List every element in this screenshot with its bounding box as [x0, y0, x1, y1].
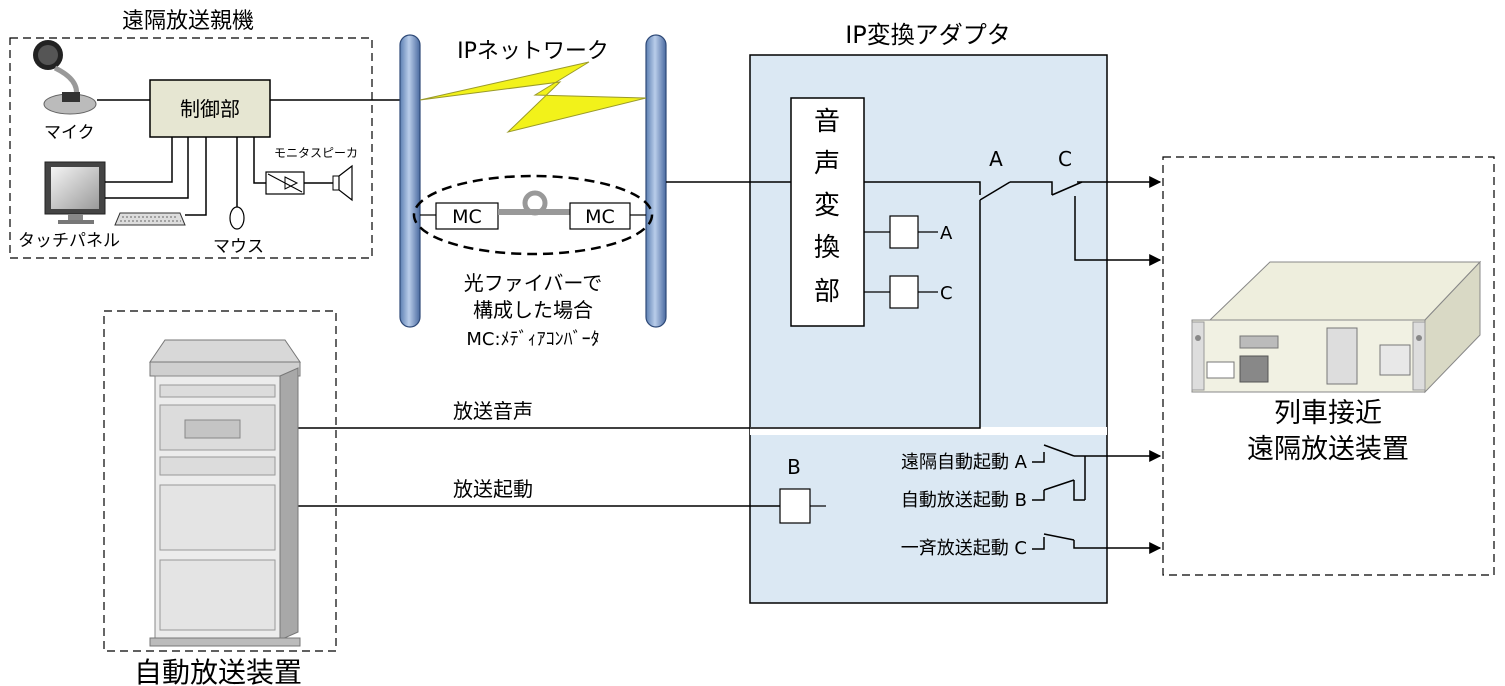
mic-label: マイク	[44, 123, 95, 143]
train-approach-device: 列車接近 遠隔放送装置	[1162, 156, 1495, 576]
relay-b-label: B	[787, 455, 801, 479]
ip-adapter: IP変換アダプタ 音 声 変 換 部 A C A C B	[298, 21, 1162, 604]
touch-panel-label: タッチパネル	[18, 231, 120, 251]
fiber-note-line1: 光ファイバーで	[464, 271, 602, 295]
fiber-loop-icon	[522, 190, 548, 216]
signal-audio-label: 放送音声	[453, 399, 533, 423]
fiber-ellipse	[412, 174, 654, 256]
row-all-broadcast-start: 一斉放送起動 C	[901, 538, 1027, 559]
relay-coil-a	[889, 215, 919, 249]
train-device-line1: 列車接近	[1274, 398, 1382, 429]
microphone-icon	[33, 40, 97, 115]
fiber-note-line2: 構成した場合	[473, 298, 593, 322]
remote-parent-unit: 遠隔放送親機 マイク 制御部 タッチパネル	[9, 9, 410, 259]
remote-parent-title: 遠隔放送親機	[122, 9, 254, 34]
auto-device-title: 自動放送装置	[134, 656, 302, 686]
control-unit-label: 制御部	[180, 97, 240, 121]
switch-a-label: A	[989, 147, 1003, 171]
mc-left-label: MC	[452, 206, 482, 228]
row-auto-broadcast-start: 自動放送起動 B	[901, 490, 1027, 511]
ip-network: IPネットワーク MC MC 光ファイバーで 構成した場合 MC:ﾒﾃﾞｨｱｺﾝ…	[399, 34, 667, 350]
relay-coil-b	[779, 488, 811, 524]
switch-a-contact	[979, 181, 1011, 201]
audio-converter-block	[790, 97, 865, 327]
start-switches	[1032, 444, 1162, 554]
mouse-label: マウス	[213, 237, 264, 257]
media-converter-right	[569, 202, 631, 230]
rack-unit-icon	[1191, 260, 1482, 394]
monitor-speaker-label: モニタスピーカ	[274, 146, 358, 160]
network-pipe-right	[645, 34, 667, 328]
mouse-icon	[229, 206, 245, 230]
relay-coil-c	[889, 275, 919, 309]
signal-start-label: 放送起動	[453, 477, 533, 501]
row-remote-auto-start: 遠隔自動起動 A	[901, 452, 1028, 473]
converter-char-5: 部	[814, 277, 840, 307]
converter-char-3: 変	[814, 191, 840, 221]
converter-char-1: 音	[814, 107, 840, 137]
monitor-icon	[44, 161, 106, 224]
relay-c-label: C	[940, 283, 953, 304]
mc-right-label: MC	[585, 206, 615, 228]
control-unit	[149, 79, 271, 138]
keyboard-icon	[114, 212, 186, 226]
network-title: IPネットワーク	[457, 39, 609, 64]
train-device-line2: 遠隔放送装置	[1247, 434, 1409, 465]
media-converter-left	[435, 202, 499, 230]
rack-cabinet-icon	[149, 339, 301, 647]
converter-char-4: 換	[814, 233, 840, 263]
network-pipe-left	[399, 34, 421, 328]
switch-c-label: C	[1058, 147, 1072, 171]
lightning-icon	[419, 61, 647, 133]
relay-a-label: A	[940, 223, 953, 244]
auto-broadcast-device: 自動放送装置	[103, 310, 337, 686]
switch-c-contact	[1051, 181, 1083, 196]
fiber-note-line3: MC:ﾒﾃﾞｨｱｺﾝﾊﾞｰﾀ	[466, 329, 599, 350]
converter-char-2: 声	[814, 149, 840, 179]
adapter-title: IP変換アダプタ	[845, 21, 1011, 49]
speaker-icon	[265, 164, 353, 202]
